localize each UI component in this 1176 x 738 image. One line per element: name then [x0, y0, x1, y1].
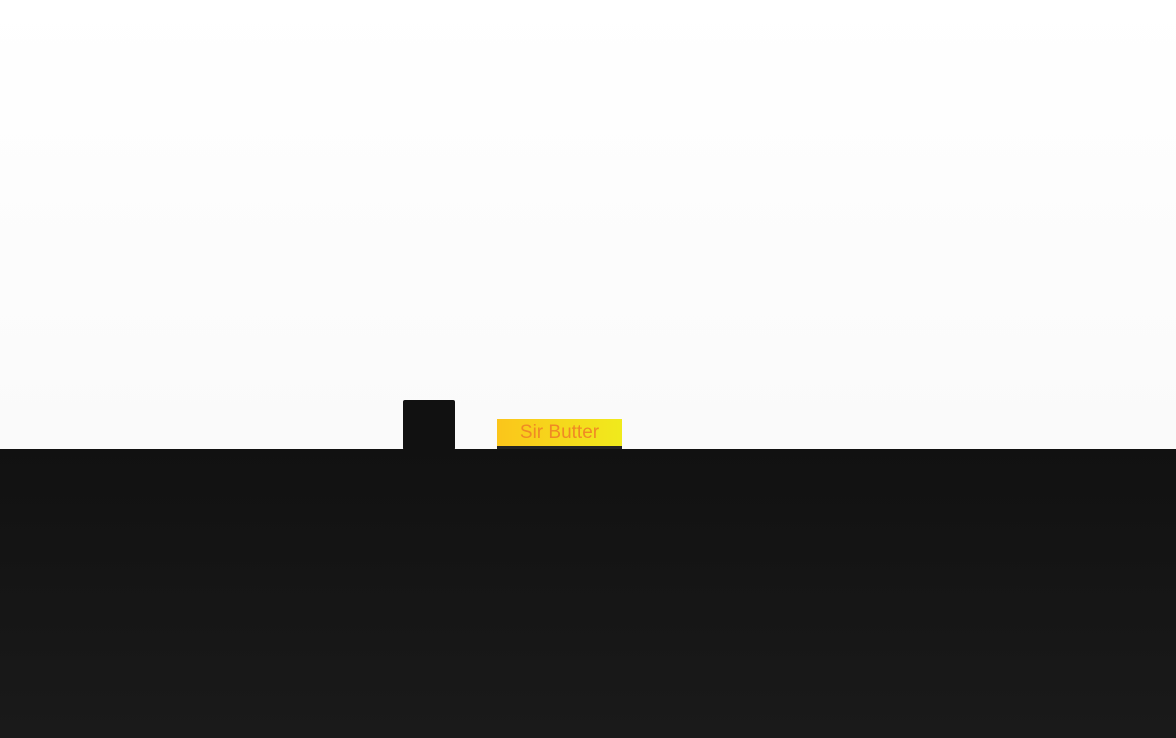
sir-butter-label: Sir Butter: [519, 421, 600, 443]
sir-butter-character: Sir Butter: [497, 419, 622, 449]
ground-platform: [0, 449, 1176, 738]
sky-background: [0, 0, 1176, 449]
black-block-character: [403, 400, 455, 450]
